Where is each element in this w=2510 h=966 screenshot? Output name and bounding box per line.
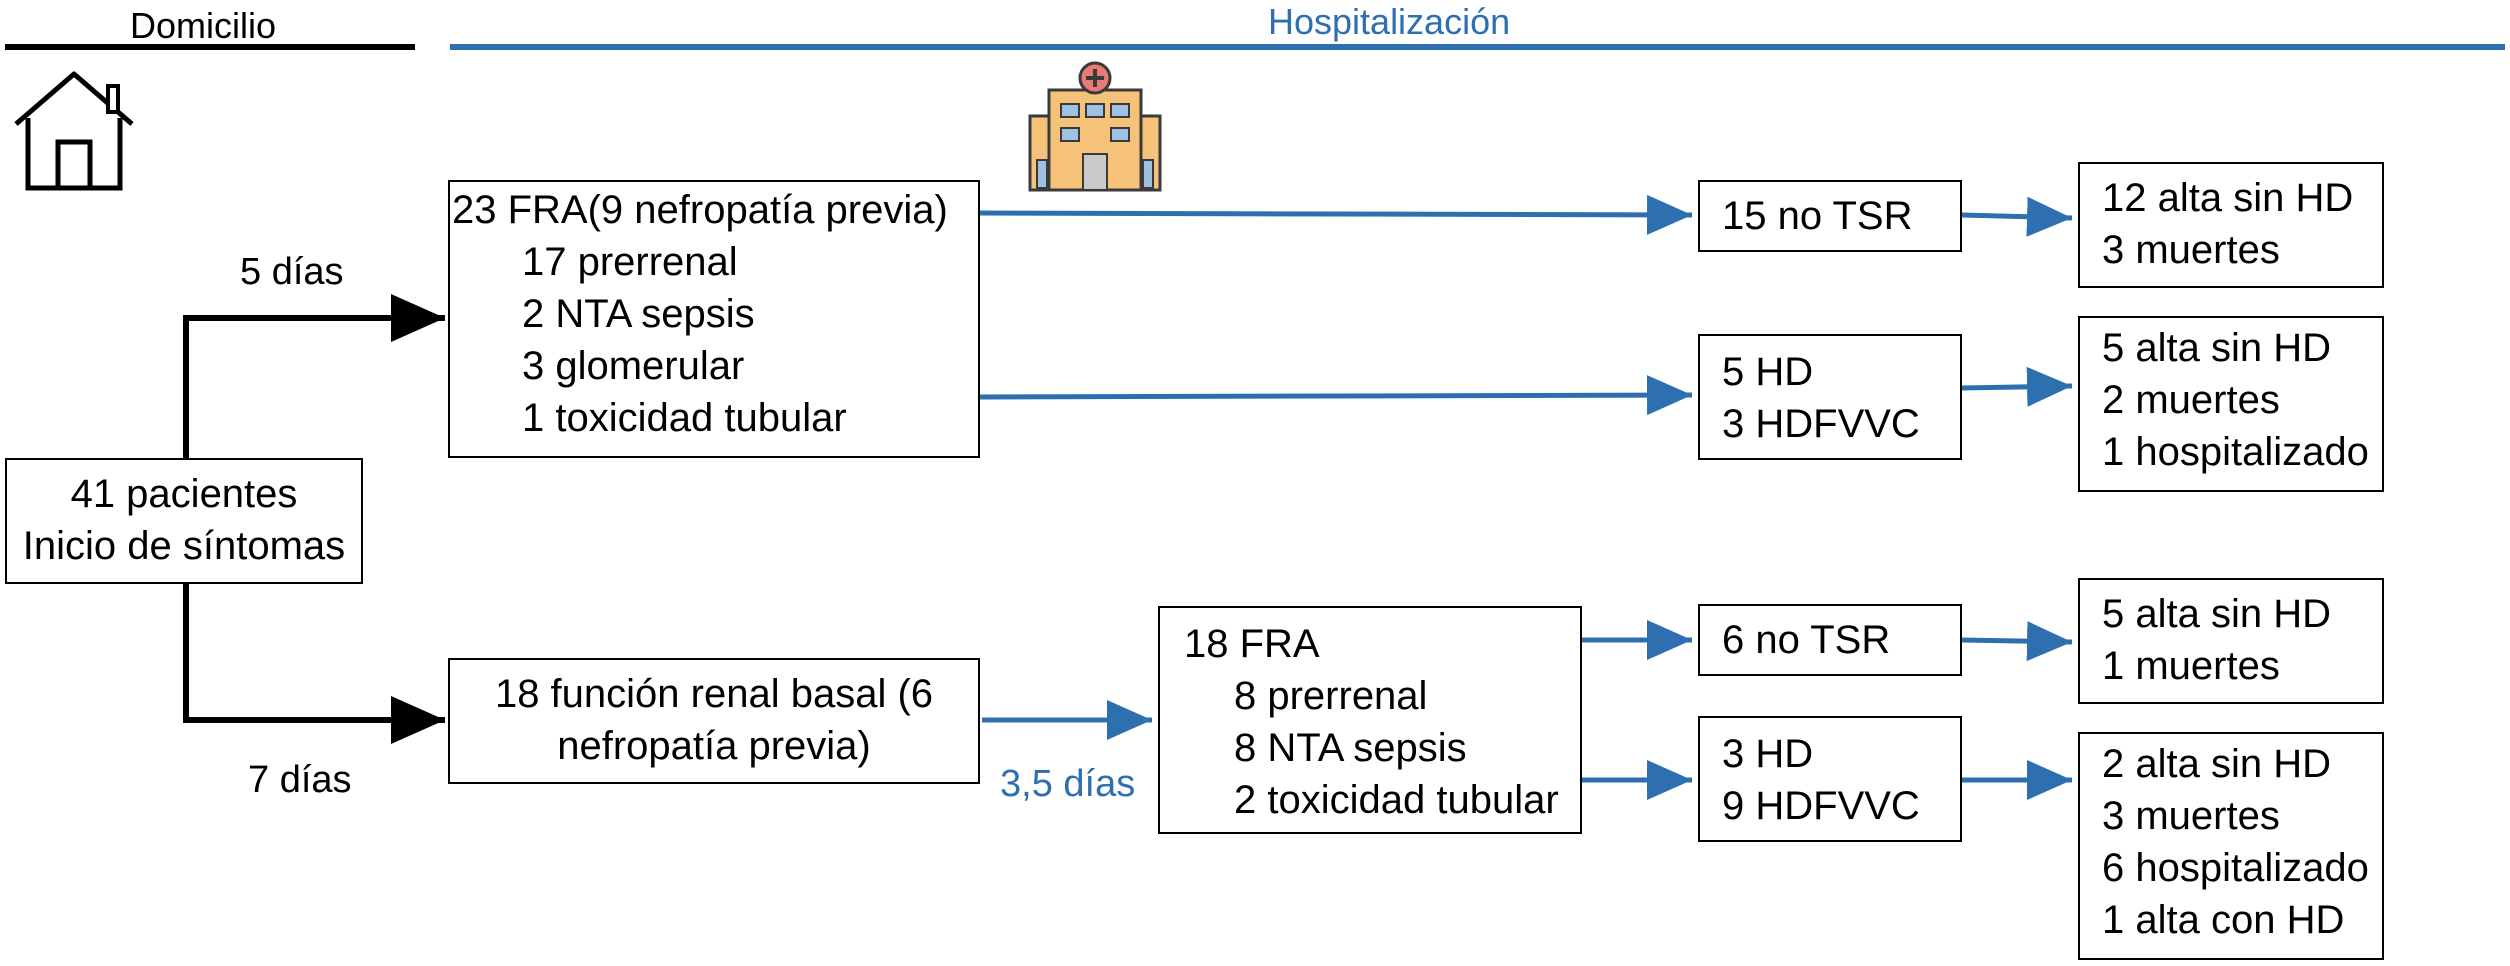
fra-upper-item: 17 prerrenal — [522, 240, 738, 284]
lower-outcome-2-line: 3 muertes — [2102, 794, 2280, 838]
start-symptoms: Inicio de síntomas — [22, 524, 346, 568]
lower-branch-arrow — [183, 584, 445, 744]
arrow-no-tsr-to-outcome — [1961, 196, 2073, 237]
lower-outcome-1-line: 1 muertes — [2102, 644, 2280, 688]
fra-upper-title: 23 FRA(9 nefropatía previa) — [452, 188, 948, 232]
fra-upper-box: 23 FRA(9 nefropatía previa) 17 prerrenal… — [448, 180, 980, 458]
upper-outcome-2-box: 5 alta sin HD 2 muertes 1 hospitalizado — [2078, 316, 2384, 492]
arrow-fra-to-hd — [979, 375, 1693, 416]
lower-days-label: 7 días — [248, 759, 352, 801]
basal-line-1: 18 función renal basal (6 — [494, 672, 934, 716]
arrow-lower-no-tsr-to-outcome — [1961, 621, 2073, 662]
upper-no-tsr-box: 15 no TSR — [1698, 180, 1962, 252]
fra-lower-box: 18 FRA 8 prerrenal 8 NTA sepsis 2 toxici… — [1158, 606, 1582, 834]
fra-lower-title: 18 FRA — [1184, 622, 1320, 666]
blue-days-label: 3,5 días — [1000, 763, 1136, 805]
fra-upper-item: 3 glomerular — [522, 344, 745, 388]
arrow-hd-to-outcome — [1961, 366, 2073, 407]
upper-outcome-1-line: 3 muertes — [2102, 228, 2280, 272]
upper-days-label: 5 días — [240, 251, 344, 293]
fra-lower-item: 8 prerrenal — [1234, 674, 1428, 718]
upper-outcome-2-line: 1 hospitalizado — [2102, 430, 2369, 474]
lower-outcome-2-line: 6 hospitalizado — [2102, 846, 2369, 890]
basal-function-box: 18 función renal basal (6 nefropatía pre… — [448, 658, 980, 784]
upper-outcome-2-line: 5 alta sin HD — [2102, 326, 2331, 370]
start-box: 41 pacientes Inicio de síntomas — [5, 458, 363, 584]
upper-branch-arrow — [183, 294, 445, 460]
upper-outcome-2-line: 2 muertes — [2102, 378, 2280, 422]
domicilio-header: Domicilio — [130, 5, 277, 46]
arrow-fra-to-no-tsr — [979, 194, 1693, 235]
upper-no-tsr-text: 15 no TSR — [1722, 194, 1913, 238]
lower-hd-box: 3 HD 9 HDFVVC — [1698, 716, 1962, 842]
fra-lower-item: 2 toxicidad tubular — [1234, 778, 1559, 822]
lower-outcome-1-box: 5 alta sin HD 1 muertes — [2078, 578, 2384, 704]
upper-outcome-1-line: 12 alta sin HD — [2102, 176, 2354, 220]
upper-hd-line: 3 HDFVVC — [1722, 402, 1920, 446]
hospital-icon — [1028, 61, 1162, 192]
lower-hd-line: 3 HD — [1722, 732, 1814, 776]
upper-hd-line: 5 HD — [1722, 350, 1814, 394]
lower-outcome-1-line: 5 alta sin HD — [2102, 592, 2331, 636]
fra-lower-item: 8 NTA sepsis — [1234, 726, 1467, 770]
lower-hd-line: 9 HDFVVC — [1722, 784, 1920, 828]
fra-upper-item: 2 NTA sepsis — [522, 292, 755, 336]
lower-no-tsr-box: 6 no TSR — [1698, 604, 1962, 676]
start-patients: 41 pacientes — [70, 472, 298, 516]
lower-outcome-2-line: 2 alta sin HD — [2102, 742, 2331, 786]
house-icon — [14, 71, 134, 191]
lower-outcome-2-line: 1 alta con HD — [2102, 898, 2345, 942]
lower-no-tsr-text: 6 no TSR — [1722, 618, 1891, 662]
fra-upper-item: 1 toxicidad tubular — [522, 396, 847, 440]
lower-outcome-2-box: 2 alta sin HD 3 muertes 6 hospitalizado … — [2078, 732, 2384, 960]
basal-line-2: nefropatía previa) — [557, 724, 871, 768]
hospitalizacion-header: Hospitalización — [1268, 1, 1511, 42]
upper-outcome-1-box: 12 alta sin HD 3 muertes — [2078, 162, 2384, 288]
upper-hd-box: 5 HD 3 HDFVVC — [1698, 334, 1962, 460]
